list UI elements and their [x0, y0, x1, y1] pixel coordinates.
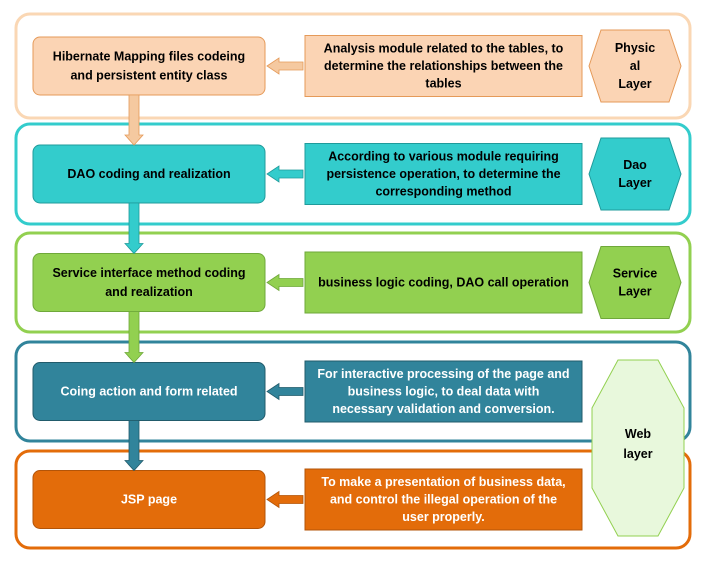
layer-web-action: Coing action and form related For interac…: [14, 340, 692, 443]
layer-dao: DAO coding and realization According to v…: [14, 122, 692, 226]
right-box-text: For interactive processing of the page a…: [317, 367, 569, 381]
hexagon-label: Physic: [615, 41, 655, 55]
hexagon-label: Service: [613, 267, 658, 281]
hexagon-shape: [588, 137, 682, 211]
web-hexagon-label: layer: [623, 447, 652, 461]
right-box-physical: Analysis module related to the tables, t…: [304, 35, 583, 97]
left-box-text: JSP page: [121, 493, 177, 507]
web-hexagon-shape: [591, 359, 685, 537]
left-box-text: Hibernate Mapping files codeing: [53, 50, 245, 64]
left-box-text: Coing action and form related: [60, 385, 237, 399]
right-box-rect: [304, 360, 583, 423]
left-box-web-action: Coing action and form related: [32, 362, 266, 421]
down-arrow: [124, 311, 144, 364]
right-box-text: To make a presentation of business data,: [321, 475, 565, 489]
down-arrow: [124, 94, 144, 146]
down-arrows-group: [124, 94, 144, 472]
hexagon-label: Layer: [618, 285, 651, 299]
right-box-dao: According to various module requiring per…: [304, 143, 583, 205]
left-box-rect: [32, 362, 266, 421]
right-box-service: business logic coding, DAO call operatio…: [304, 251, 583, 314]
left-box-text: DAO coding and realization: [67, 167, 230, 181]
left-box-physical: Hibernate Mapping files codeing and persi…: [32, 36, 266, 96]
left-box-text: Service interface method coding: [52, 266, 245, 280]
hexagon-shape: [588, 29, 682, 103]
right-box-web-jsp: To make a presentation of business data,…: [304, 468, 583, 531]
web-hexagon-label: Web: [625, 427, 652, 441]
left-box-rect: [32, 144, 266, 204]
layers-group: Hibernate Mapping files codeing and persi…: [14, 12, 692, 550]
right-box-rect: [304, 143, 583, 205]
hexagon-label: Dao: [623, 158, 647, 172]
hexagon-label: al: [630, 59, 640, 73]
hexagon-label: Layer: [618, 77, 651, 91]
right-box-text: necessary validation and conversion.: [332, 402, 554, 416]
right-box-text: persistence operation, to determine the: [326, 167, 560, 181]
left-box-dao: DAO coding and realization: [32, 144, 266, 204]
left-box-rect: [32, 36, 266, 96]
left-arrow: [266, 382, 304, 401]
right-box-text: user properly.: [402, 510, 484, 524]
left-box-text: and persistent entity class: [70, 69, 227, 83]
right-box-text: corresponding method: [375, 185, 511, 199]
left-arrow: [266, 490, 304, 509]
right-box-text: Analysis module related to the tables, t…: [324, 42, 564, 56]
web-layer-hexagon: Web layer: [591, 359, 685, 537]
right-box-text: and control the illegal operation of the: [330, 493, 557, 507]
right-box-rect: [304, 35, 583, 97]
hexagon-label: Layer: [618, 176, 651, 190]
right-box-text: business logic coding, DAO call operatio…: [318, 276, 569, 290]
left-arrow: [266, 57, 304, 75]
right-box-web-action: For interactive processing of the page a…: [304, 360, 583, 423]
left-arrow: [266, 273, 304, 292]
down-arrow: [124, 420, 144, 472]
left-box-service: Service interface method coding and reali…: [32, 253, 266, 312]
left-box-web-jsp: JSP page: [32, 470, 266, 529]
right-box-text: tables: [425, 77, 461, 91]
left-box-text: and realization: [105, 285, 193, 299]
left-arrow: [266, 165, 304, 183]
layer-web-jsp: JSP page To make a presentation of busine…: [14, 449, 692, 550]
left-box-rect: [32, 253, 266, 312]
layer-service: Service interface method coding and reali…: [14, 231, 692, 334]
left-box-rect: [32, 470, 266, 529]
hexagon-shape: [588, 246, 682, 319]
right-box-text: business logic, to deal data with: [348, 385, 540, 399]
down-arrow: [124, 202, 144, 255]
right-box-rect: [304, 468, 583, 531]
layer-physical: Hibernate Mapping files codeing and persi…: [14, 12, 692, 120]
right-box-text: According to various module requiring: [328, 150, 559, 164]
right-box-text: determine the relationships between the: [324, 59, 563, 73]
right-box-rect: [304, 251, 583, 314]
